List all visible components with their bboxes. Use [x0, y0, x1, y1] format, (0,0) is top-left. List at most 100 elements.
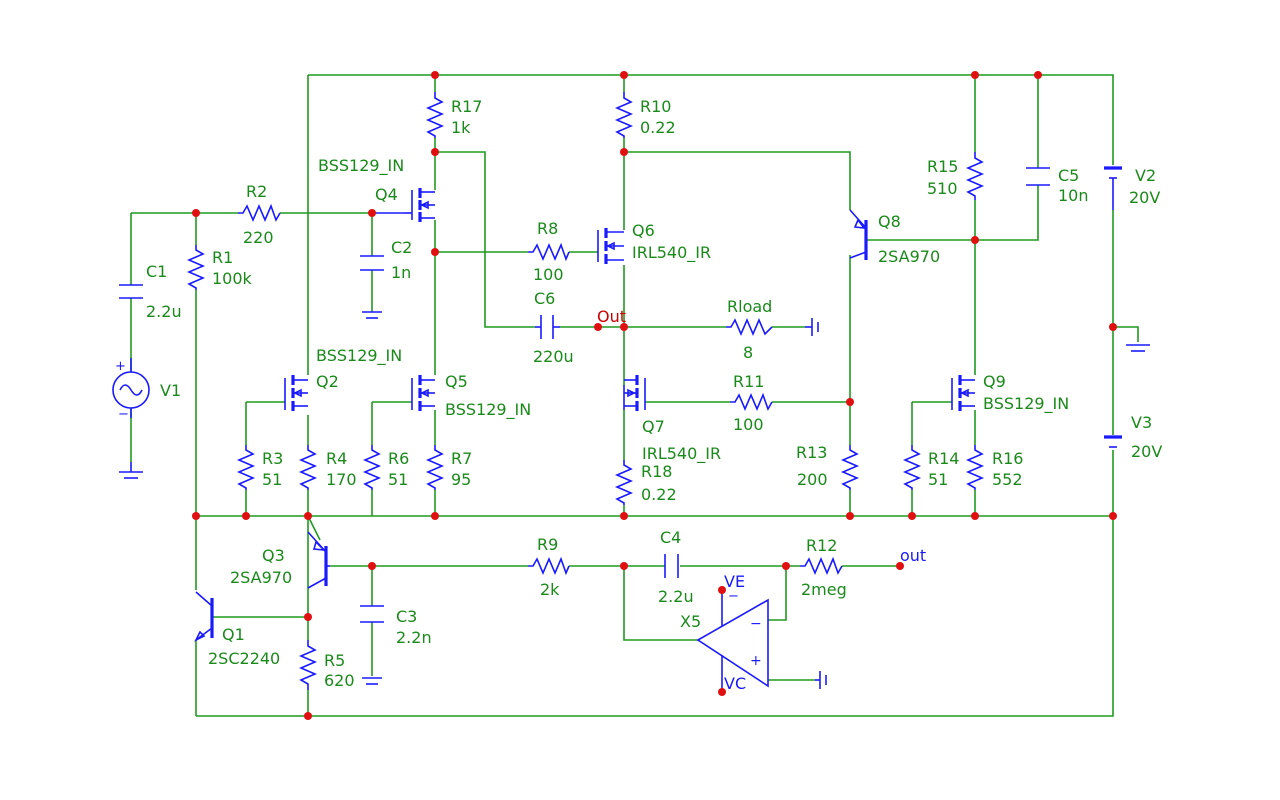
V2-battery[interactable] [1104, 166, 1122, 210]
R8-name: R8 [537, 219, 558, 238]
C6-symbol[interactable] [535, 315, 560, 339]
R5-name: R5 [324, 651, 345, 670]
R3-value: 51 [262, 470, 282, 489]
Q2-mosfet[interactable] [284, 375, 308, 411]
C3-name: C3 [396, 607, 417, 626]
R9-value: 2k [540, 580, 560, 599]
R4-name: R4 [326, 449, 347, 468]
R7-symbol[interactable] [425, 445, 445, 490]
sources: + − [112, 166, 1122, 448]
Q8-name: Q8 [878, 212, 901, 231]
C2-value: 1n [391, 263, 411, 282]
C2-symbol[interactable] [360, 255, 384, 271]
R12-value: 2meg [801, 580, 847, 599]
R2-symbol[interactable] [238, 203, 281, 223]
C4-symbol[interactable] [664, 554, 679, 578]
X5-opamp[interactable]: − + − [696, 589, 769, 692]
C5-symbol[interactable] [1026, 167, 1050, 186]
R8-symbol[interactable] [528, 242, 570, 262]
Q7-name: Q7 [642, 417, 665, 436]
Rload-symbol[interactable] [726, 317, 773, 337]
R16-name: R16 [992, 449, 1023, 468]
R18-value: 0.22 [641, 485, 677, 504]
R16-value: 552 [992, 470, 1023, 489]
X5-pin-vc: VC [724, 674, 746, 693]
V2-name: V2 [1135, 166, 1156, 185]
mosfets [284, 188, 975, 411]
V3-battery[interactable] [1104, 435, 1122, 448]
R1-value: 100k [212, 269, 253, 288]
Q3-name: Q3 [262, 546, 285, 565]
R5-symbol[interactable] [298, 640, 318, 690]
R9-symbol[interactable] [528, 556, 570, 576]
svg-text:−: − [750, 616, 762, 632]
R11-value: 100 [733, 415, 764, 434]
Q2-model: BSS129_IN [316, 346, 402, 366]
R18-symbol[interactable] [614, 460, 634, 505]
R12-symbol[interactable] [800, 556, 843, 576]
V2-value: 20V [1129, 188, 1160, 207]
labels: R17 1k R10 0.22 BSS129_IN Q4 R2 220 C2 1… [146, 97, 1162, 693]
Q7-mosfet[interactable] [623, 375, 646, 411]
R7-value: 95 [451, 470, 471, 489]
C3-symbol[interactable] [360, 605, 384, 623]
Q3-bjt[interactable] [307, 531, 330, 589]
R18-name: R18 [641, 462, 672, 481]
Q5-model: BSS129_IN [445, 400, 531, 420]
R4-symbol[interactable] [298, 445, 318, 490]
ground-icon [805, 318, 819, 336]
Q4-name: Q4 [375, 185, 398, 204]
ground-icon [362, 311, 382, 319]
R2-name: R2 [246, 182, 267, 201]
R3-symbol[interactable] [236, 445, 256, 490]
V1-name: V1 [160, 381, 181, 400]
capacitors [119, 167, 1050, 623]
R15-name: R15 [927, 157, 958, 176]
Q3-model: 2SA970 [230, 568, 292, 587]
V1-source[interactable]: + − [112, 358, 150, 422]
R13-symbol[interactable] [840, 445, 860, 490]
R4-value: 170 [326, 470, 357, 489]
grounds [119, 311, 1150, 689]
junctions [192, 71, 1117, 720]
bjts [194, 209, 868, 642]
Q9-mosfet[interactable] [951, 375, 975, 411]
resistors [186, 92, 985, 690]
R13-name: R13 [796, 443, 827, 462]
Q9-model: BSS129_IN [983, 394, 1069, 414]
out-terminal-label: out [900, 546, 926, 565]
out-node-label: Out [597, 307, 626, 326]
C5-name: C5 [1058, 166, 1079, 185]
R6-symbol[interactable] [362, 445, 382, 490]
Q8-bjt[interactable] [849, 209, 868, 260]
R7-name: R7 [451, 449, 472, 468]
R9-name: R9 [537, 535, 558, 554]
R1-symbol[interactable] [186, 245, 206, 290]
R17-symbol[interactable] [425, 92, 445, 138]
Q1-bjt[interactable] [194, 591, 214, 642]
R6-name: R6 [388, 449, 409, 468]
R10-symbol[interactable] [614, 92, 634, 138]
svg-text:+: + [750, 653, 762, 669]
R14-symbol[interactable] [902, 445, 922, 490]
R10-name: R10 [640, 97, 671, 116]
V3-name: V3 [1131, 413, 1152, 432]
C1-name: C1 [146, 262, 167, 281]
R17-value: 1k [451, 118, 471, 137]
Q6-model: IRL540_IR [632, 243, 711, 263]
Q6-mosfet[interactable] [597, 228, 624, 264]
R15-symbol[interactable] [965, 152, 985, 200]
R1-name: R1 [212, 248, 233, 267]
C2-name: C2 [391, 238, 412, 257]
R11-name: R11 [733, 372, 764, 391]
R11-symbol[interactable] [730, 392, 773, 412]
Q6-name: Q6 [632, 221, 655, 240]
Q4-mosfet[interactable] [372, 188, 435, 222]
Q5-mosfet[interactable] [411, 375, 435, 411]
Q1-name: Q1 [222, 625, 245, 644]
C1-symbol[interactable] [119, 284, 143, 299]
R3-name: R3 [262, 449, 283, 468]
svg-text:−: − [118, 407, 129, 422]
R16-symbol[interactable] [965, 445, 985, 490]
